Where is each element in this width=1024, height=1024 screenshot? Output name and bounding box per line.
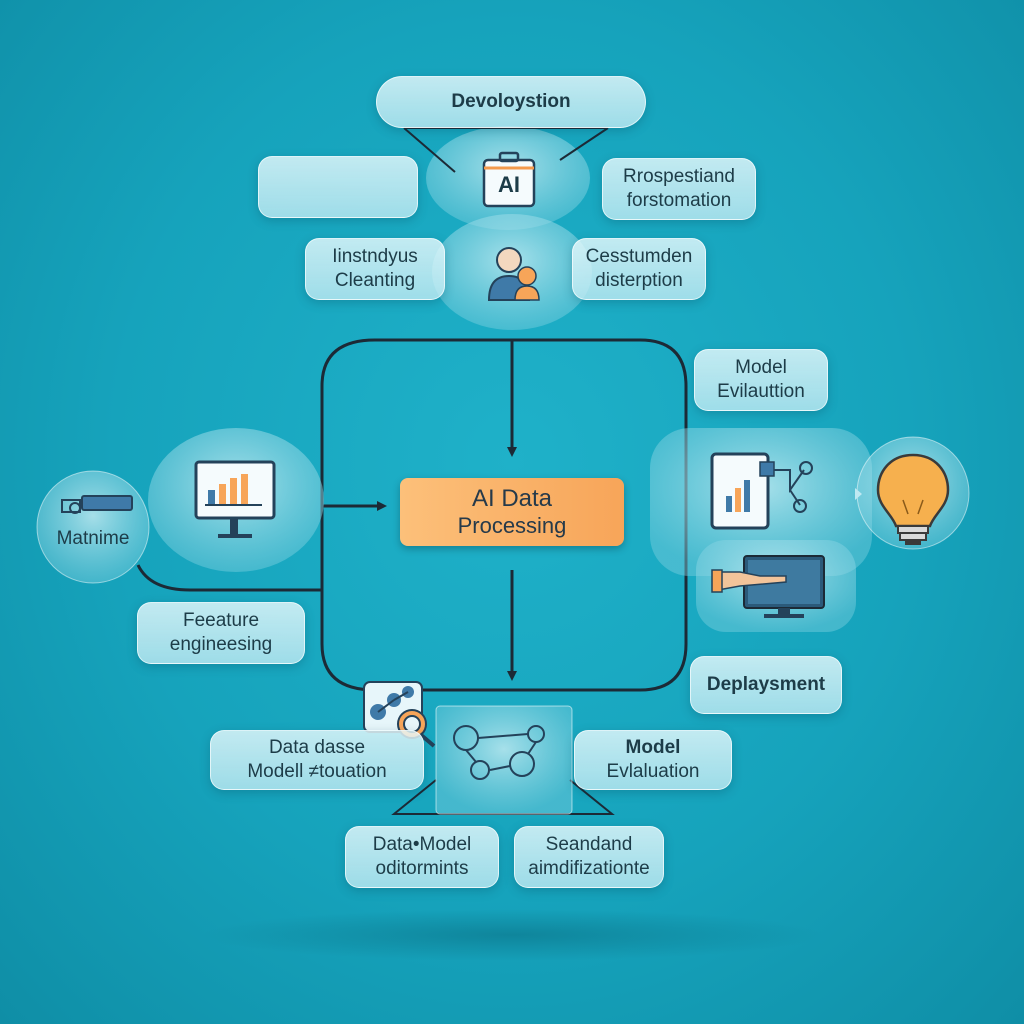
- node-cesstumden-line1: Cesstumden: [585, 246, 693, 267]
- connector-bulb: [855, 488, 862, 500]
- monitor-hand-icon: [711, 555, 825, 618]
- node-seandand-line2: aimdifizationte: [528, 858, 650, 879]
- node-model-evaluation-bottom-line2: Evlaluation: [606, 761, 700, 782]
- node-model-evaluation-bottom: Model Evlaluation: [574, 730, 732, 790]
- monitor-chart-icon: [194, 460, 276, 538]
- node-matnime: Matnime: [56, 528, 130, 549]
- tablet-network-icon: [710, 452, 813, 530]
- flow-circles-icon: [453, 725, 545, 780]
- empty-node-left: [258, 156, 418, 218]
- pill-connector-left: [403, 127, 456, 173]
- node-model-evaluation-top-line2: Evilauttion: [717, 381, 805, 402]
- node-data-model-line2: oditormints: [375, 858, 469, 879]
- center-node-line2: Processing: [457, 513, 567, 538]
- node-seandand: Seandand aimdifizationte: [514, 826, 664, 888]
- matnime-connector: [136, 564, 322, 592]
- node-cleaning-line1: Iinstndyus: [332, 246, 418, 267]
- node-feature-engineering-line2: engineesing: [169, 634, 273, 655]
- node-cleaning: Iinstndyus Cleanting: [305, 238, 445, 300]
- pill-connector-right: [559, 127, 609, 161]
- center-node-line1: AI Data: [471, 485, 553, 512]
- light-bulb-icon: [876, 453, 950, 545]
- node-data-model-line1: Data•Model: [372, 834, 472, 855]
- node-rospestiand-line2: forstomation: [626, 190, 732, 211]
- floor-shadow: [202, 909, 822, 961]
- bottom-screen: [435, 705, 573, 815]
- center-node: AI Data Processing: [400, 478, 624, 546]
- node-model-evaluation-top-line1: Model: [735, 357, 787, 378]
- node-model-evaluation-top: Model Evilauttion: [694, 349, 828, 411]
- node-data-dasse: Data dasse Modell ≠touation: [210, 730, 424, 790]
- node-data-model: Data•Model oditormints: [345, 826, 499, 888]
- node-cesstumden-line2: disterption: [595, 270, 683, 291]
- ai-briefcase-icon: [482, 151, 536, 208]
- top-pill-label: Devoloystion: [451, 91, 571, 112]
- person-icon: [487, 247, 540, 301]
- node-data-dasse-line1: Data dasse: [268, 737, 366, 758]
- node-data-dasse-line2: Modell ≠touation: [247, 761, 387, 782]
- node-cleaning-line2: Cleanting: [334, 270, 416, 291]
- node-deployment-label: Deplaysment: [706, 674, 826, 695]
- ai-badge-label: AI: [498, 172, 520, 197]
- node-seandand-line1: Seandand: [545, 834, 633, 855]
- node-rospestiand: Rrospestiand forstomation: [602, 158, 756, 220]
- node-deployment: Deplaysment: [690, 656, 842, 714]
- node-rospestiand-line1: Rrospestiand: [623, 166, 735, 187]
- node-cesstumden: Cesstumden disterption: [572, 238, 706, 300]
- node-feature-engineering: Feeature engineesing: [137, 602, 305, 664]
- matnime-bubble: [36, 470, 150, 584]
- main-loop: [320, 338, 688, 692]
- node-feature-engineering-line1: Feeature: [182, 610, 260, 631]
- node-model-evaluation-bottom-line1: Model: [625, 737, 681, 758]
- toggle-icon: [61, 495, 133, 514]
- top-pill: Devoloystion: [376, 76, 646, 128]
